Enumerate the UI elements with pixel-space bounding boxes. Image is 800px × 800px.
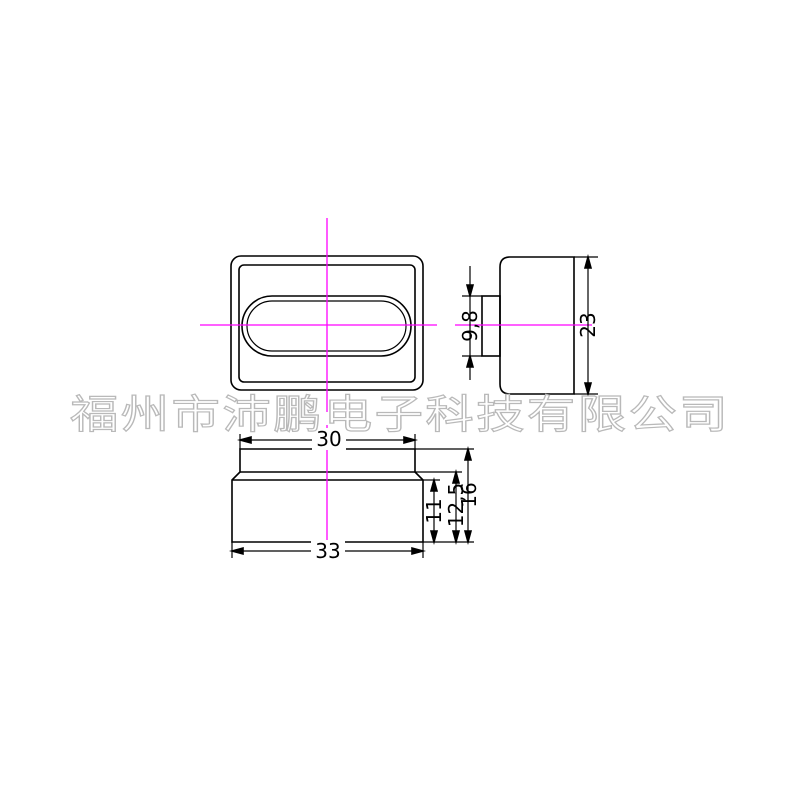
side-step — [481, 295, 501, 357]
side-view: 23 9,8 — [455, 253, 600, 398]
dim-16-label: 16 — [457, 482, 481, 507]
dim-9-8-label: 9,8 — [458, 310, 482, 342]
company-watermark: 福州市沛鹏电子科技有限公司 — [70, 392, 730, 438]
bottom-view: 30 33 11 12,5 16 — [228, 425, 481, 563]
dim-23-label: 23 — [576, 312, 600, 337]
side-body-outline — [499, 256, 575, 395]
dim-33-label: 33 — [315, 539, 340, 563]
dim-11-label: 11 — [422, 498, 446, 523]
front-view — [200, 218, 437, 412]
dim-30-label: 30 — [316, 427, 341, 451]
dim-12-5-label: 12,5 — [444, 483, 468, 528]
